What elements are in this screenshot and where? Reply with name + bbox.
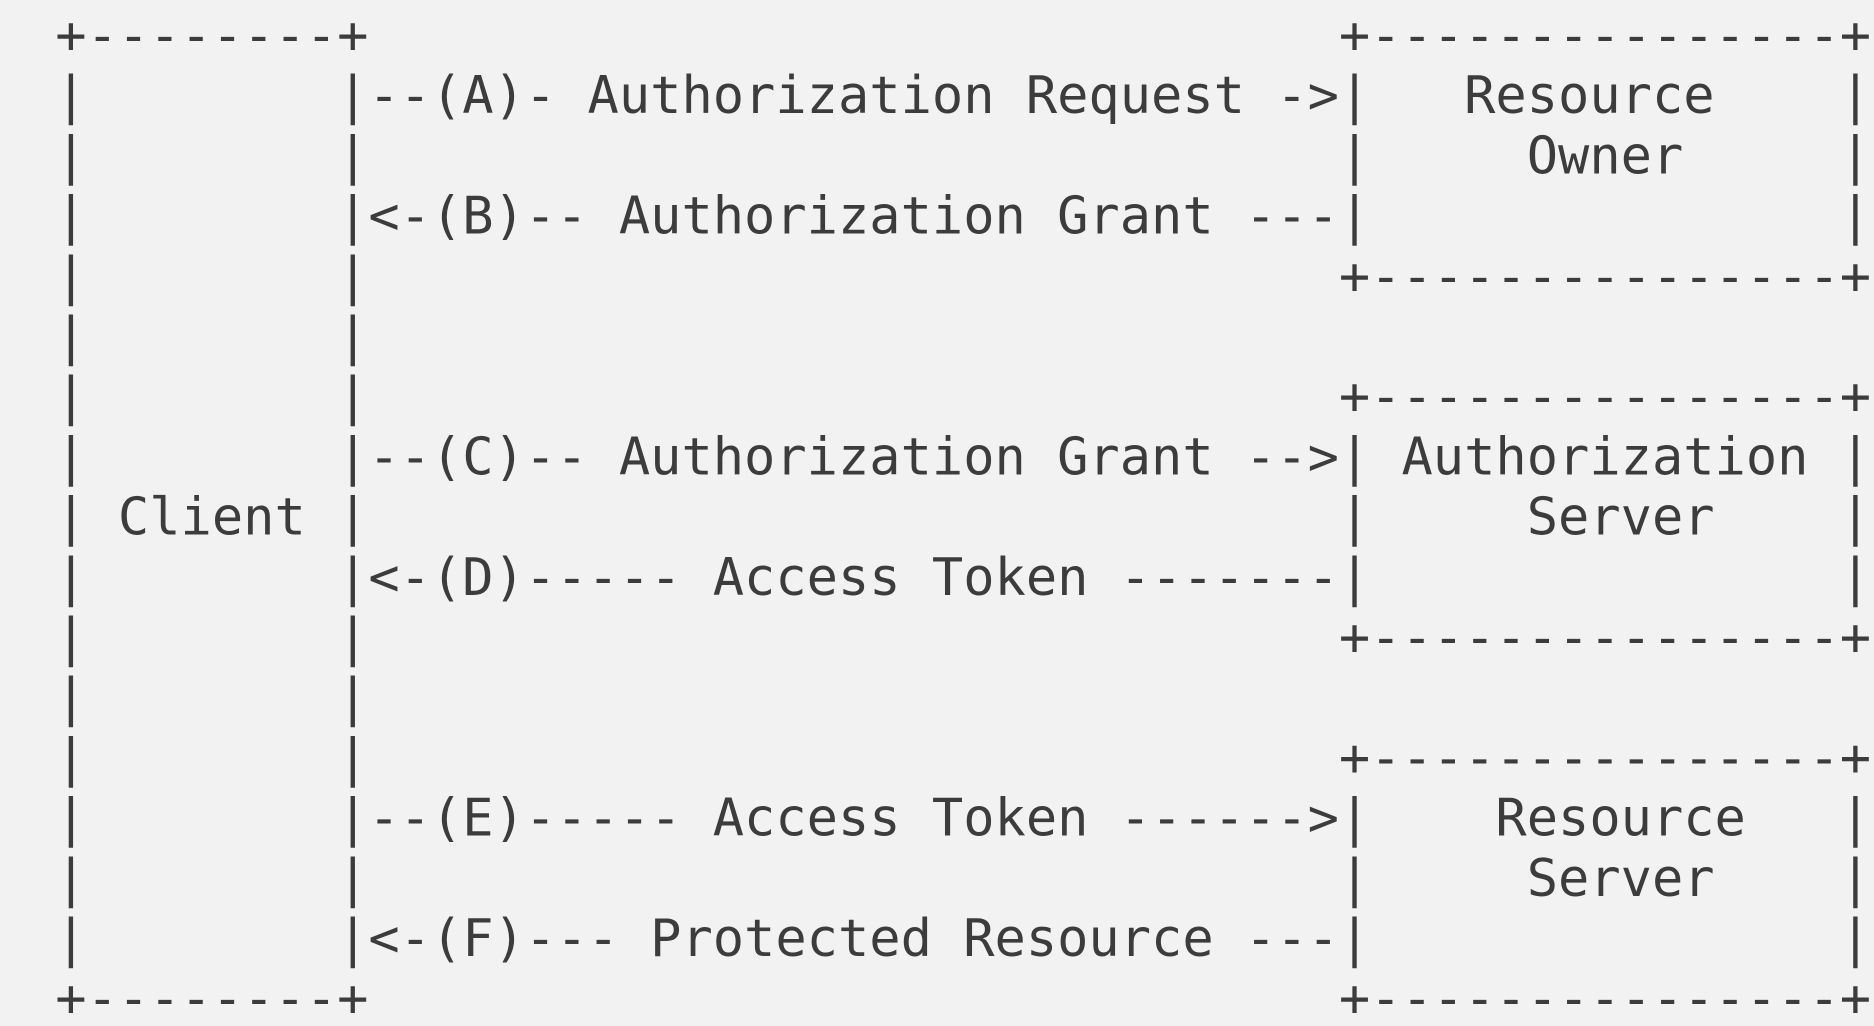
- diagram-line: | | +---------------+: [24, 367, 1871, 427]
- diagram-line: | | | Owner |: [24, 126, 1871, 186]
- diagram-line: +--------+ +---------------+: [24, 6, 1871, 66]
- diagram-line: | | +---------------+: [24, 247, 1871, 307]
- diagram-line: | Client | | Server |: [24, 488, 1871, 548]
- diagram-line: | | | Server |: [24, 849, 1871, 909]
- diagram-line: | |<-(D)----- Access Token -------| |: [24, 548, 1871, 608]
- diagram-line: | |--(E)----- Access Token ------>| Reso…: [24, 789, 1871, 849]
- diagram-line: | | +---------------+: [24, 608, 1871, 668]
- diagram-line: | |: [24, 668, 368, 728]
- diagram-line: +--------+ +---------------+: [24, 969, 1871, 1026]
- diagram-line: | | +---------------+: [24, 728, 1871, 788]
- diagram-line: | |--(A)- Authorization Request ->| Reso…: [24, 66, 1871, 126]
- diagram-text-lines: +--------+ +---------------+ | |--(A)- A…: [24, 6, 1871, 1026]
- diagram-line: | |<-(B)-- Authorization Grant ---| |: [24, 187, 1871, 247]
- diagram-line: | |--(C)-- Authorization Grant -->| Auth…: [24, 427, 1871, 487]
- diagram-line: | |: [24, 307, 368, 367]
- diagram-line: | |<-(F)--- Protected Resource ---| |: [24, 909, 1871, 969]
